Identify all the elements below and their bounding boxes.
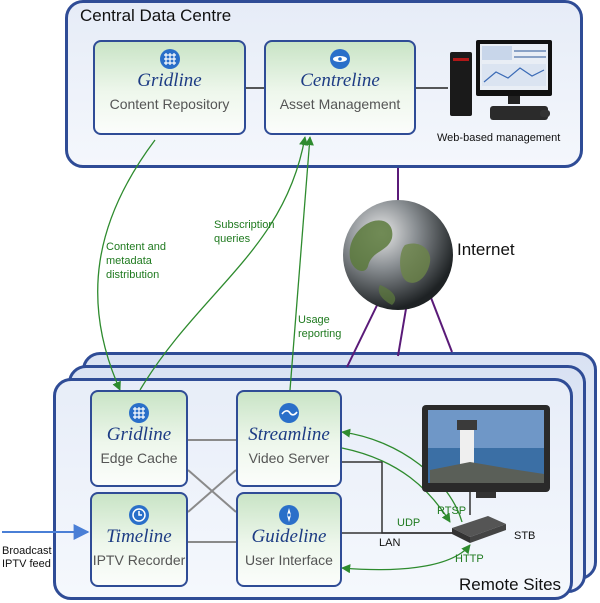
- broadcast-feed-label: Broadcast IPTV feed: [2, 545, 52, 570]
- usage-reporting-label: Usage reporting: [298, 314, 342, 340]
- edge-cache-role: Edge Cache: [100, 450, 178, 466]
- central-data-centre-title: Central Data Centre: [80, 6, 232, 25]
- centreline-asset-management[interactable]: Centreline Asset Management: [264, 40, 416, 135]
- streamline-video-server[interactable]: Streamline Video Server: [236, 390, 342, 487]
- gridline-product-name: Gridline: [137, 70, 202, 91]
- usage-reporting-arrow: [289, 136, 314, 391]
- rtsp-arrow: [341, 428, 463, 523]
- http-label: HTTP: [455, 553, 484, 565]
- disc-icon: [330, 49, 350, 69]
- wave-icon: [279, 403, 299, 423]
- user-interface-role: User Interface: [245, 552, 333, 568]
- iptv-recorder-role: IPTV Recorder: [92, 552, 186, 568]
- video-server-role: Video Server: [248, 450, 330, 466]
- subscription-queries-label: Subscription queries: [214, 219, 275, 245]
- timeline-product-name: Timeline: [106, 526, 172, 547]
- internet-link-3: [427, 289, 453, 353]
- gridline-content-repository[interactable]: Gridline Content Repository: [93, 40, 246, 135]
- gridline-edge-cache[interactable]: Gridline Edge Cache: [90, 390, 188, 487]
- content-distribution-label: Content and metadata distribution: [106, 241, 166, 281]
- asset-management-role: Asset Management: [279, 96, 401, 112]
- remote-sites-title: Remote Sites: [459, 575, 562, 594]
- lan-label: LAN: [379, 537, 401, 549]
- guideline-user-interface[interactable]: Guideline User Interface: [236, 492, 342, 587]
- timeline-iptv-recorder[interactable]: Timeline IPTV Recorder: [90, 492, 188, 587]
- udp-label: UDP: [397, 517, 421, 529]
- edge-gridline-product-name: Gridline: [106, 424, 172, 445]
- http-arrow: [341, 544, 471, 574]
- guideline-product-name: Guideline: [251, 526, 327, 547]
- content-distribution-arrow: [97, 139, 156, 391]
- workstation-illustration: [450, 40, 552, 120]
- internet-label: Internet: [457, 240, 515, 259]
- centreline-product-name: Centreline: [300, 70, 380, 91]
- cross-link-2: [187, 469, 237, 513]
- stb-label: STB: [514, 530, 536, 542]
- content-repository-role: Content Repository: [109, 96, 230, 112]
- subscription-queries-arrow: [139, 136, 309, 391]
- compass-icon: [279, 505, 299, 525]
- web-management-label: Web-based management: [437, 132, 561, 144]
- udp-arrow: [341, 447, 451, 523]
- streamline-product-name: Streamline: [248, 424, 330, 445]
- internet-link-1: [346, 294, 383, 368]
- clock-icon: [129, 505, 149, 525]
- internet-globe: [343, 200, 453, 310]
- set-top-box: [452, 516, 506, 543]
- grid-icon: [159, 49, 180, 69]
- grid-icon: [129, 403, 149, 423]
- television: [422, 405, 550, 498]
- rtsp-label: RTSP: [437, 505, 467, 517]
